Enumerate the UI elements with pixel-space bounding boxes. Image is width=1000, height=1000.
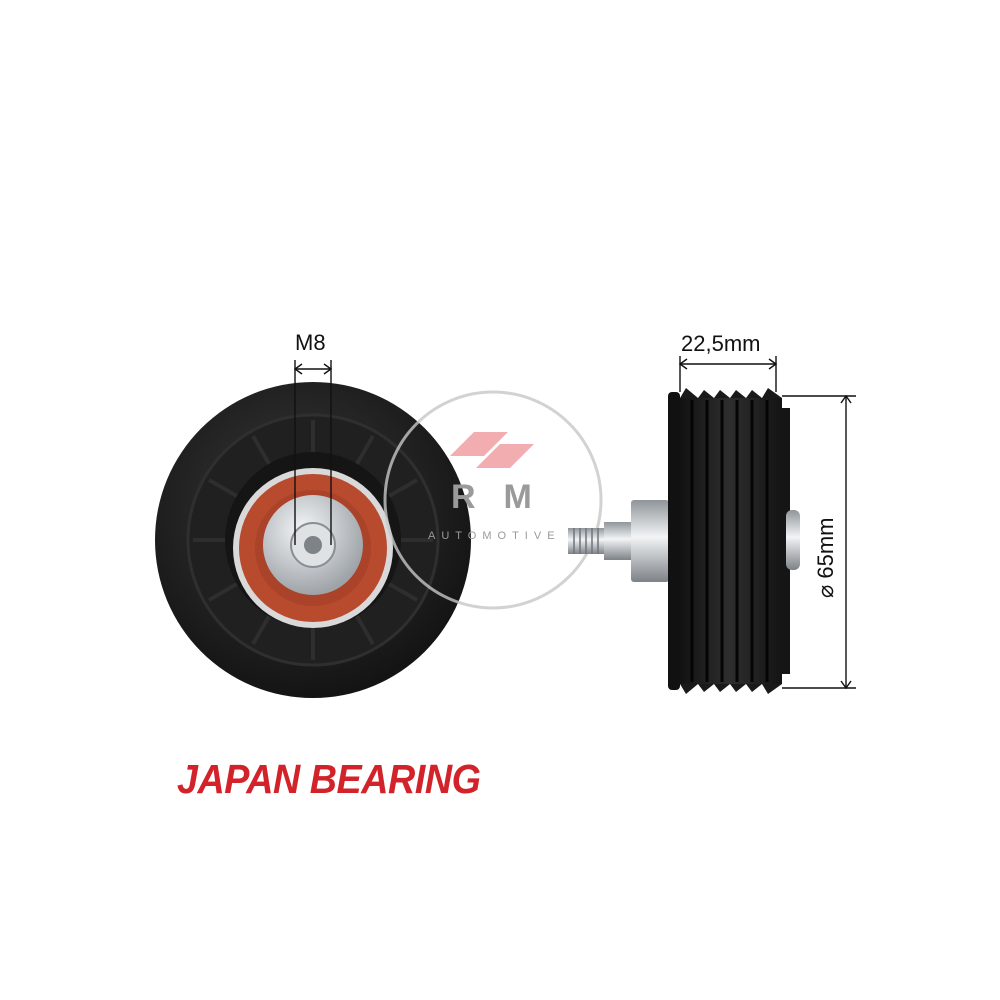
thread-dimension-lines xyxy=(293,360,333,545)
watermark-subtitle: AUTOMOTIVE xyxy=(428,530,561,542)
diameter-label: ⌀ 65mm xyxy=(813,517,838,598)
thread-size-label: M8 xyxy=(295,330,326,355)
width-label: 22,5mm xyxy=(681,331,761,356)
diameter-dimension-lines xyxy=(782,394,856,690)
pulley-side-view xyxy=(568,356,856,694)
width-dimension-lines xyxy=(678,356,778,392)
pulley-spokes xyxy=(193,420,433,660)
watermark xyxy=(383,390,603,610)
ribbed-belt-surface xyxy=(678,398,782,684)
watermark-letters: RM xyxy=(451,478,560,516)
spacer-sleeve xyxy=(631,500,669,582)
brand-logo-text: JAPAN BEARING xyxy=(177,756,481,802)
pulley-front-view xyxy=(155,360,471,698)
